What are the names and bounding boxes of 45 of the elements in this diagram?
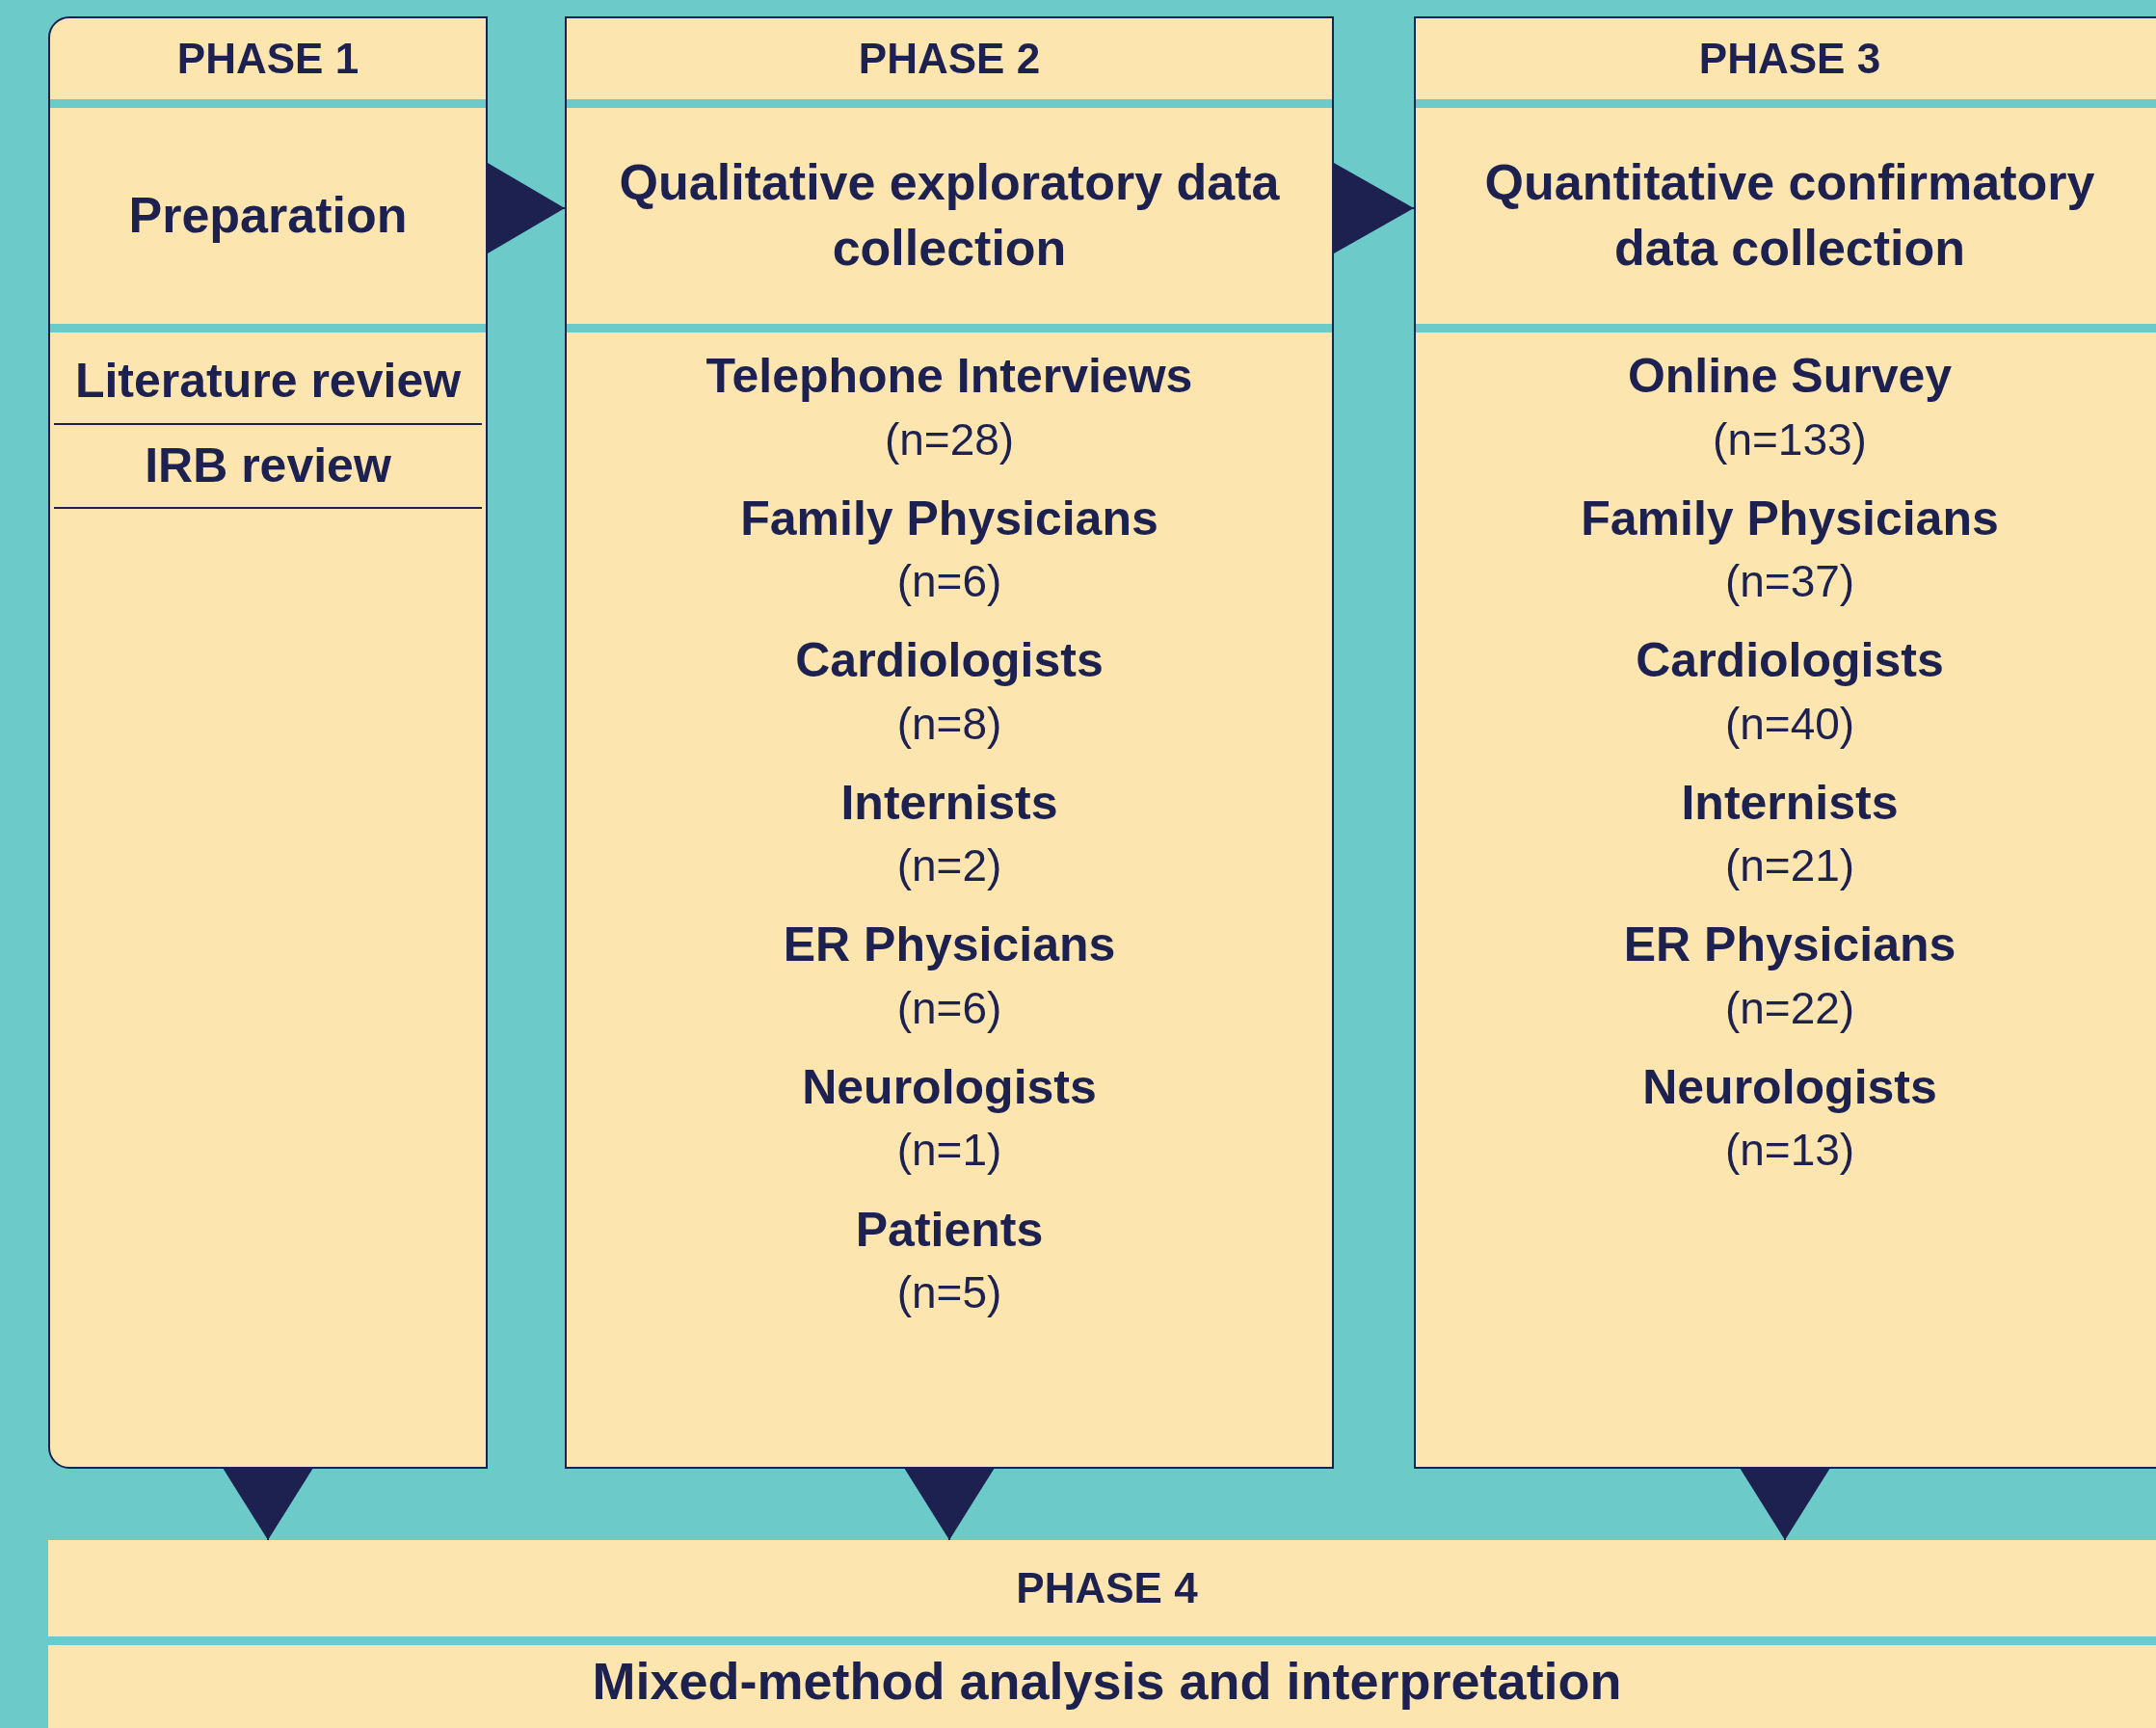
group-name: Cardiologists bbox=[1636, 632, 1944, 690]
arrow bbox=[904, 1467, 995, 1541]
phase-column bbox=[1414, 16, 2156, 1469]
group-name: Internists bbox=[1681, 774, 1899, 832]
sample-size: (n=21) bbox=[1724, 839, 1855, 893]
group-name: ER Physicians bbox=[783, 917, 1116, 974]
group-name: Patients bbox=[855, 1201, 1044, 1259]
sample-size: (n=22) bbox=[1724, 981, 1855, 1035]
phase-title: Mixed-method analysis and interpretation bbox=[592, 1651, 1622, 1712]
arrow bbox=[223, 1467, 313, 1541]
sample-size: (n=2) bbox=[896, 839, 1002, 893]
phase-label: PHASE 4 bbox=[1016, 1563, 1198, 1613]
step-text: Literature review bbox=[73, 353, 463, 410]
sample-size: (n=133) bbox=[1713, 412, 1867, 466]
arrow bbox=[1333, 163, 1415, 253]
sample-size: (n=6) bbox=[896, 981, 1002, 1035]
sample-size: (n=40) bbox=[1724, 697, 1855, 751]
sample-size: (n=8) bbox=[896, 697, 1002, 751]
phase-label: PHASE 1 bbox=[176, 34, 359, 84]
phase-label: PHASE 3 bbox=[1698, 34, 1881, 84]
group-name: Family Physicians bbox=[1581, 490, 1999, 547]
group-name: Cardiologists bbox=[795, 632, 1104, 690]
method-title: Online Survey bbox=[1627, 348, 1953, 405]
sample-size: (n=13) bbox=[1724, 1124, 1855, 1178]
sample-size: (n=37) bbox=[1724, 555, 1855, 609]
phase-title: Qualitative exploratory data collection bbox=[618, 153, 1281, 278]
phase-title: Quantitative confirmatory data collection bbox=[1483, 153, 2096, 278]
group-name: Internists bbox=[840, 774, 1058, 832]
method-title: Telephone Interviews bbox=[705, 348, 1193, 405]
sample-size: (n=1) bbox=[896, 1124, 1002, 1178]
group-name: ER Physicians bbox=[1623, 917, 1956, 974]
phase-title: Preparation bbox=[128, 186, 408, 246]
arrow bbox=[487, 163, 566, 253]
sample-size: (n=6) bbox=[896, 555, 1002, 609]
group-name: Neurologists bbox=[1642, 1058, 1937, 1116]
sample-size: (n=5) bbox=[896, 1266, 1002, 1320]
group-name: Neurologists bbox=[802, 1058, 1097, 1116]
step-text: IRB review bbox=[144, 437, 392, 494]
arrow bbox=[1740, 1467, 1830, 1541]
group-name: Family Physicians bbox=[740, 490, 1158, 547]
phase-column bbox=[565, 16, 1334, 1469]
phase-box bbox=[48, 1540, 2156, 1728]
sample-size: (n=28) bbox=[884, 412, 1015, 466]
phase-label: PHASE 2 bbox=[858, 34, 1041, 84]
phase-column bbox=[48, 16, 488, 1469]
